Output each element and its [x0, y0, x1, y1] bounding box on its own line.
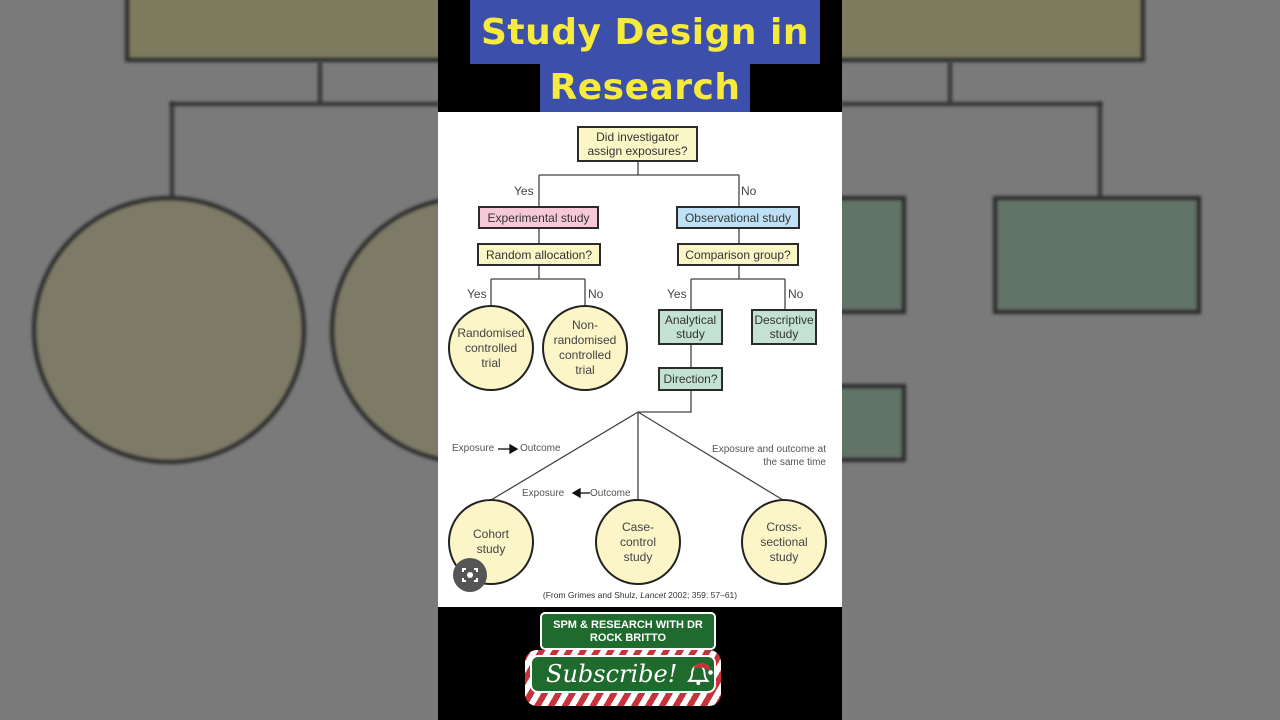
bg-box	[993, 196, 1201, 314]
citation-authors: (From Grimes and Shulz,	[542, 590, 641, 600]
descriptive-study-box: Descriptive study	[751, 309, 817, 345]
no-label: No	[588, 287, 604, 301]
subscribe-button[interactable]: Subscribe!	[525, 650, 721, 706]
bell-with-santa-hat-icon	[687, 662, 714, 686]
outcome-label: Outcome	[520, 443, 561, 454]
bg-line	[1098, 102, 1102, 198]
analytical-study-box: Analytical study	[658, 309, 723, 345]
exposure-label: Exposure	[522, 488, 565, 499]
title-line-2: Research	[540, 62, 750, 112]
bg-line	[840, 102, 1102, 106]
cross-sectional-circle: Cross-sectional study	[741, 499, 827, 585]
same-time-label: Exposure and outcome at the same time	[712, 444, 826, 468]
camera-search-icon[interactable]	[453, 558, 487, 592]
random-allocation-box: Random allocation?	[477, 243, 601, 266]
nrct-circle: Non-randomised controlled trial	[542, 305, 628, 391]
citation-journal: Lancet	[640, 590, 666, 600]
bg-line	[170, 102, 470, 106]
no-label: No	[741, 184, 757, 198]
direction-box: Direction?	[658, 367, 723, 391]
yes-label: Yes	[514, 184, 534, 198]
rct-circle: Randomised controlled trial	[448, 305, 534, 391]
no-label: No	[788, 287, 804, 301]
bg-line	[170, 102, 174, 198]
yes-label: Yes	[667, 287, 687, 301]
subscribe-label: Subscribe!	[546, 660, 678, 688]
citation-details: 2002; 359: 57–61)	[665, 590, 738, 600]
root-question-box: Did investigator assign exposures?	[577, 126, 698, 162]
bg-line	[318, 62, 322, 104]
title-line-1: Study Design in	[470, 0, 820, 64]
comparison-group-box: Comparison group?	[677, 243, 799, 266]
bg-line	[948, 62, 952, 104]
bg-circle	[32, 196, 306, 464]
channel-name-badge: SPM & RESEARCH WITH DR ROCK BRITTO	[540, 612, 716, 650]
citation: (From Grimes and Shulz, Lancet 2002; 359…	[438, 590, 842, 600]
yes-label: Yes	[467, 287, 487, 301]
study-design-flowchart: Did investigator assign exposures? Yes N…	[438, 112, 842, 607]
experimental-study-box: Experimental study	[478, 206, 599, 229]
exposure-label: Exposure	[452, 443, 495, 454]
outcome-label: Outcome	[590, 488, 631, 499]
case-control-circle: Case-control study	[595, 499, 681, 585]
observational-study-box: Observational study	[676, 206, 800, 229]
connector-lines	[490, 162, 786, 501]
